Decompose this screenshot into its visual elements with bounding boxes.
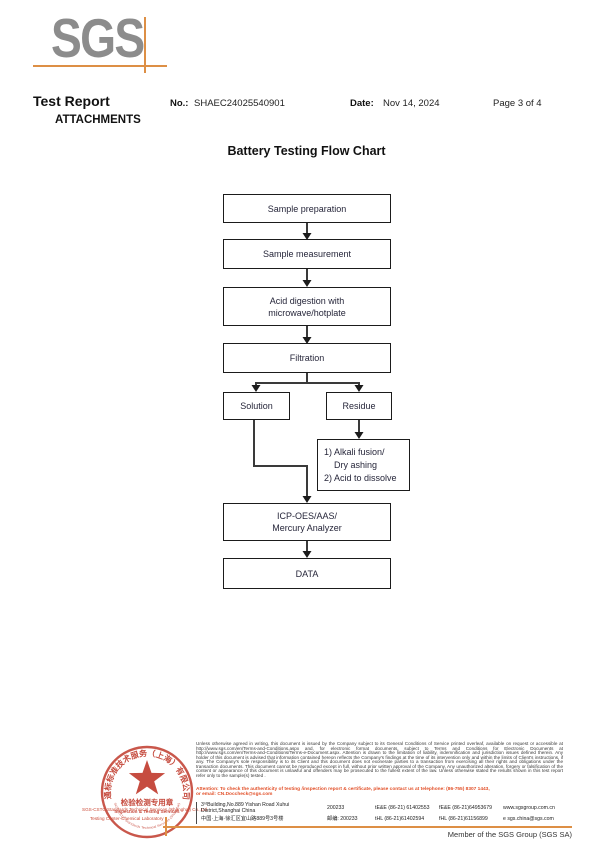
- flow-box-label: DATA: [295, 568, 319, 579]
- logo-crosshair-vertical: [144, 17, 146, 73]
- flow-box-solution: Solution: [223, 392, 290, 420]
- telephone-en: tE&E (86-21) 61402553: [375, 804, 430, 811]
- address-row-en: 3ʳᵈBuilding,No.889 Yishan Road Xuhui Dis…: [201, 801, 574, 814]
- flow-box-alkali-fusion: 1) Alkali fusion/ Dry ashing 2) Acid to …: [317, 439, 410, 491]
- flow-box-label: Sample preparation: [267, 203, 347, 214]
- flow-box-label: Filtration: [289, 353, 325, 363]
- sgs-logo: SGS: [51, 7, 145, 69]
- telephone-cn: tHL (86-21)61402594: [375, 815, 425, 822]
- flow-box-label: ICP-OES/AAS/: [276, 511, 338, 521]
- logo-crosshair-horizontal: [33, 65, 167, 67]
- stamp-seal-title: 检验检测专用章: [121, 797, 174, 807]
- flow-box-label: 2) Acid to dissolve: [324, 472, 397, 483]
- address-block: 3ʳᵈBuilding,No.889 Yishan Road Xuhui Dis…: [196, 802, 574, 824]
- email: e sgs.china@sgs.com: [503, 815, 554, 822]
- fax-cn: fHL (86-21)61156899: [439, 815, 488, 822]
- flow-box-filtration: Filtration: [223, 343, 391, 373]
- report-no-label: No.:: [170, 98, 189, 109]
- flow-box-label: Dry ashing: [334, 459, 378, 470]
- flow-box-label: Acid digestion with: [269, 295, 345, 306]
- stamp-company-name: SGS-CSTC Standards Technical Services (S…: [82, 807, 209, 812]
- fax-en: fE&E (86-21)64953679: [439, 804, 493, 811]
- attention-line2: or email: CN.Doccheck@sgs.com: [196, 792, 273, 798]
- flowchart-connectors: [251, 223, 364, 558]
- flow-box-sample-measurement: Sample measurement: [223, 239, 391, 269]
- attention-line1: Attention: To check the authenticity of …: [196, 787, 490, 792]
- stamp-star-icon: [128, 760, 166, 795]
- page-number: Page 3 of 4: [493, 98, 542, 109]
- address-cn: 中国·上海·徐汇区宜山路889号3号楼: [201, 816, 284, 822]
- flow-box-data: DATA: [223, 558, 391, 589]
- flow-box-label: Sample measurement: [262, 249, 352, 259]
- attachments-heading: ATTACHMENTS: [55, 114, 141, 126]
- postal-code-en: 200233: [327, 804, 345, 811]
- website: www.sgsgroup.com.cn: [503, 804, 555, 811]
- flow-box-label: Solution: [240, 401, 273, 411]
- flow-box-label: 1) Alkali fusion/: [324, 446, 385, 457]
- attention-notice: Attention: To check the authenticity of …: [196, 787, 563, 797]
- postal-code-cn: 邮编: 200233: [327, 816, 358, 822]
- report-title: Test Report: [33, 93, 110, 109]
- flow-box-label: microwave/hotplate: [268, 307, 346, 318]
- address-row-cn: 中国·上海·徐汇区宜山路889号3号楼 邮编: 200233 tHL (86-2…: [201, 813, 574, 824]
- flow-box-acid-digestion: Acid digestion with microwave/hotplate: [223, 287, 391, 326]
- terms-disclaimer: Unless otherwise agreed in writing, this…: [196, 741, 563, 778]
- flow-box-label: Residue: [342, 401, 376, 411]
- flow-box-icp-analyzer: ICP-OES/AAS/ Mercury Analyzer: [223, 503, 391, 541]
- footer-crosshair-vertical: [165, 817, 167, 836]
- flow-box-sample-preparation: Sample preparation: [223, 194, 391, 223]
- flowchart-title: Battery Testing Flow Chart: [227, 144, 386, 158]
- footer-crosshair-horizontal: [163, 826, 572, 828]
- report-no-value: SHAEC24025540901: [194, 98, 285, 109]
- inspection-stamp-icon: 通标标准技术服务（上海）有限公司 检验检测专用章 Inspection & Te…: [96, 743, 194, 839]
- report-date-value: Nov 14, 2024: [383, 98, 440, 109]
- report-date-label: Date:: [350, 98, 374, 109]
- stamp-testing-center: Testing Center-Chemical Laboratory: [90, 816, 164, 821]
- stamp-seal-subtitle: Inspection & Testing Services: [114, 809, 179, 814]
- flow-box-residue: Residue: [326, 392, 392, 420]
- address-en: 3ʳᵈBuilding,No.889 Yishan Road Xuhui Dis…: [201, 801, 290, 814]
- member-text: Member of the SGS Group (SGS SA): [447, 830, 572, 839]
- flow-box-label: Mercury Analyzer: [272, 523, 342, 533]
